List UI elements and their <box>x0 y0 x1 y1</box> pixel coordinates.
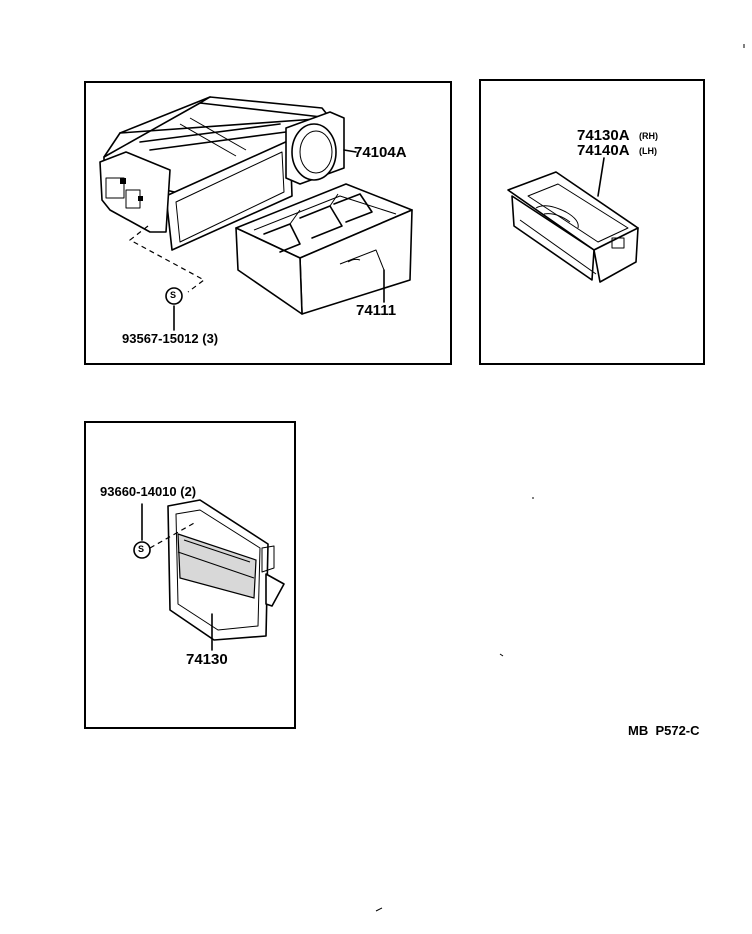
label-rh-side: (RH) <box>639 131 658 141</box>
label-rh-part-number: 74130A <box>577 127 630 144</box>
figure-code: MB P572-C <box>628 723 700 738</box>
label-ashtray-part-number: 74130 <box>186 651 228 668</box>
label-tray-part-number: 74111 <box>356 302 397 319</box>
stray-mark <box>499 653 504 657</box>
screw-symbol-letter: S <box>170 290 177 300</box>
label-lh-part-number: 74140A <box>577 142 630 159</box>
screw-2-symbol-letter: S <box>138 544 145 554</box>
label-screw-part-number: 93567-15012 (3) <box>122 331 219 346</box>
leader-74130A <box>597 157 605 197</box>
console-box-drawing <box>99 96 345 293</box>
ashtray-side-drawing <box>507 171 639 283</box>
label-box-part-number: 74104A <box>354 144 407 161</box>
label-screw-2-part-number: 93660-14010 (2) <box>100 484 197 499</box>
leader-74104A <box>343 149 357 153</box>
screw-symbol-1 <box>165 287 183 305</box>
stray-mark <box>375 907 383 912</box>
ashtray-rear-drawing <box>167 499 285 641</box>
label-lh-side: (LH) <box>639 146 657 156</box>
screw-symbol-2 <box>133 541 151 559</box>
